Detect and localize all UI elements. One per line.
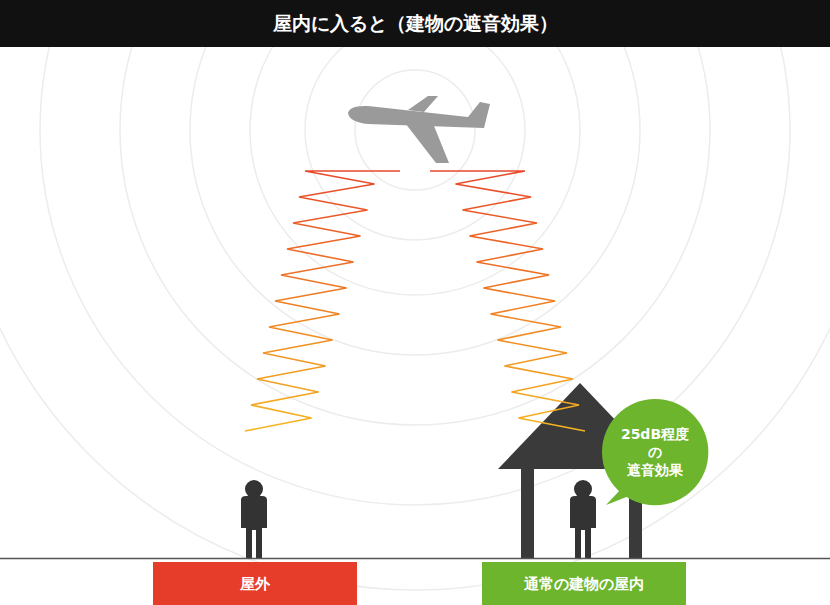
node-label: 通常の建物の屋内 [524,575,644,593]
label-box: 通常の建物の屋内 [482,562,686,605]
bubble-circle [602,399,708,505]
text-stack: 通常の建物の屋内 [524,575,644,593]
person-inside [570,480,596,558]
label-box: 屋外 [153,562,357,605]
callout-bubble: 25dB程度 の 遮音効果 [602,399,708,505]
sound-wave [245,171,400,431]
sound-waves [245,171,585,431]
title: 屋内に入ると（建物の遮音効果） [273,11,558,37]
text-stack: 屋外 [240,575,270,593]
airplane [348,96,490,163]
sound-rings [0,0,830,590]
node-label: 屋外 [240,575,270,593]
sound-wave [430,171,585,431]
person-outside [241,480,267,558]
node-label: 25dB程度 の 遮音効果 [619,425,691,480]
text-stack: 25dB程度 の 遮音効果 [619,425,691,480]
ground-line [0,558,830,560]
title-bar: 屋内に入ると（建物の遮音効果） [0,0,830,47]
